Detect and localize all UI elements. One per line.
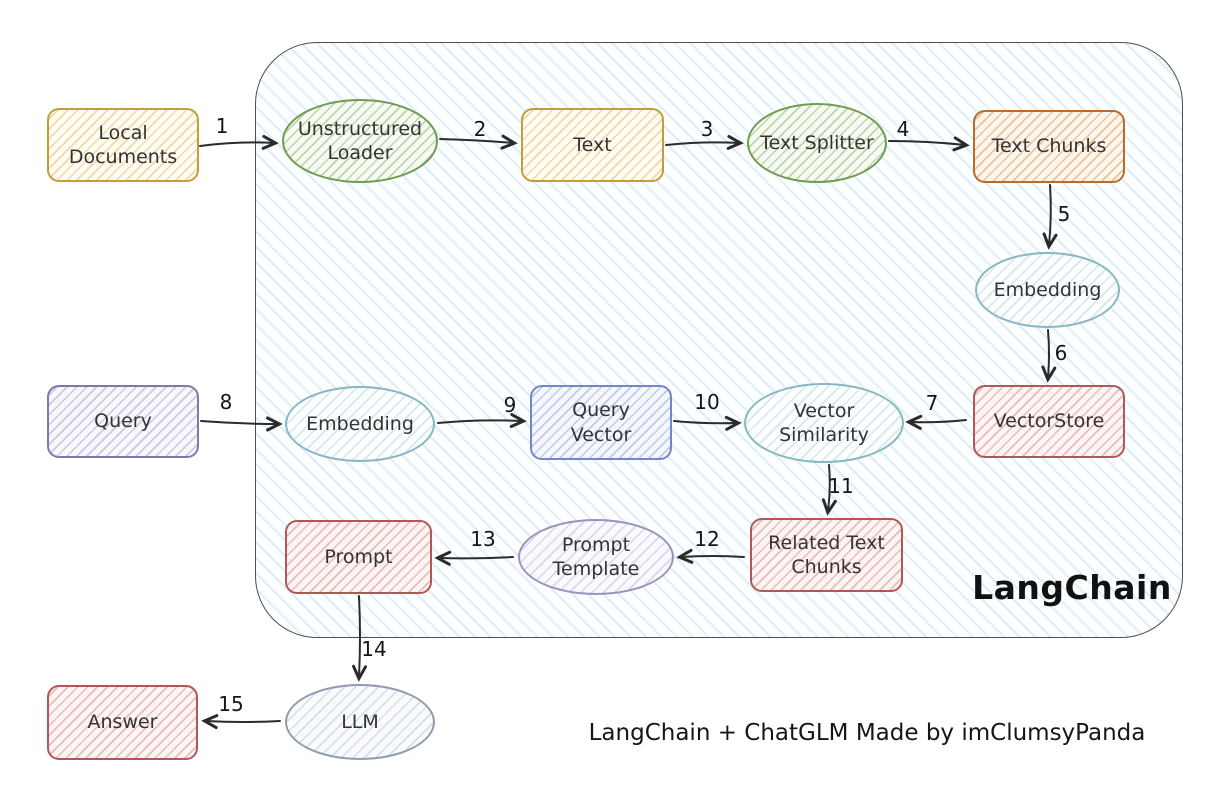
node-vector-similarity: Vector Similarity <box>744 383 904 463</box>
node-label: Prompt Template <box>552 533 640 580</box>
node-llm: LLM <box>285 684 435 760</box>
edge-15-label: 15 <box>218 692 243 716</box>
node-vectorstore: VectorStore <box>973 385 1125 458</box>
node-text: Text <box>521 108 664 182</box>
edge-8-label: 8 <box>220 390 233 414</box>
langchain-container-label: LangChain <box>972 568 1172 607</box>
edge-1-label: 1 <box>216 114 229 138</box>
node-label: Unstructured Loader <box>297 117 423 164</box>
node-query-vector: Query Vector <box>530 385 672 460</box>
node-label: VectorStore <box>993 410 1105 433</box>
node-answer: Answer <box>47 685 198 760</box>
node-text-chunks: Text Chunks <box>973 110 1125 183</box>
node-related-text-chunks: Related Text Chunks <box>750 518 903 592</box>
node-label: Text Splitter <box>760 131 874 154</box>
node-label: LLM <box>341 710 379 733</box>
node-label: Answer <box>87 711 158 734</box>
node-label: Related Text Chunks <box>768 531 885 578</box>
edge-15-arrow <box>206 721 281 722</box>
node-unstructured-loader: Unstructured Loader <box>282 99 438 183</box>
node-label: Local Documents <box>68 121 178 168</box>
node-label: Embedding <box>993 278 1102 301</box>
node-label: Query <box>94 410 152 433</box>
edge-14-label: 14 <box>361 637 386 661</box>
node-text-splitter: Text Splitter <box>747 103 887 183</box>
node-label: Embedding <box>306 412 414 435</box>
node-embedding-top: Embedding <box>975 252 1120 328</box>
node-query: Query <box>47 385 199 458</box>
node-embedding-left: Embedding <box>285 386 435 462</box>
node-label: Text Chunks <box>991 135 1107 158</box>
diagram-caption: LangChain + ChatGLM Made by imClumsyPand… <box>588 720 1146 746</box>
node-prompt: Prompt <box>285 520 432 594</box>
node-local-documents: Local Documents <box>47 108 199 182</box>
node-label: Prompt <box>324 545 393 568</box>
node-label: Query Vector <box>570 399 632 446</box>
node-prompt-template: Prompt Template <box>518 519 674 595</box>
node-label: Vector Similarity <box>779 399 869 446</box>
node-label: Text <box>573 133 612 156</box>
